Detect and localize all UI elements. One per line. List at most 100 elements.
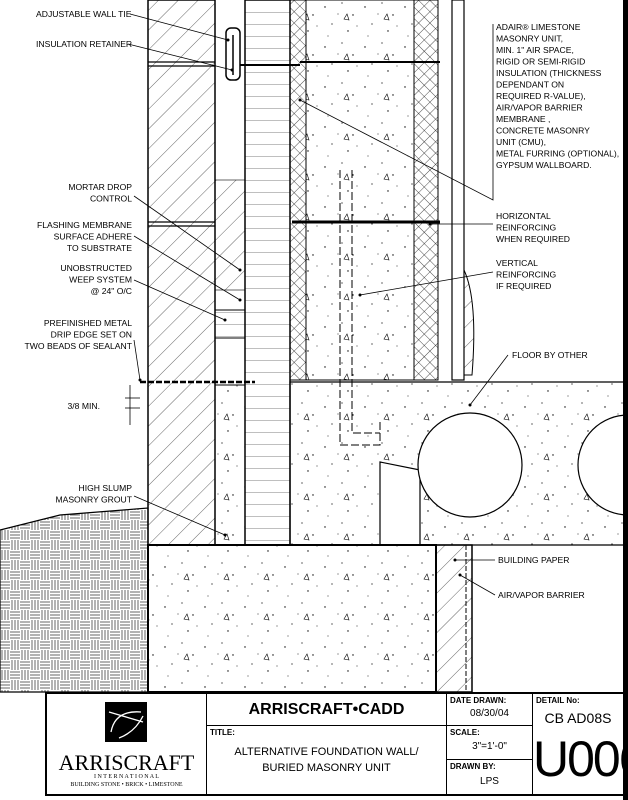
date-cell: DATE DRAWN: 08/30/04 [447, 694, 533, 726]
brand-cell: ARRISCRAFT•CADD [207, 694, 447, 726]
left-callout-0: ADJUSTABLE WALL TIE [36, 9, 230, 42]
logo-mark-icon [105, 702, 147, 742]
gypsum-wallboard [451, 0, 465, 381]
callout-text: MORTAR DROP [68, 182, 132, 192]
callout-text: DEPENDANT ON [496, 80, 564, 90]
leader-line [299, 24, 494, 201]
right-callout-4: BUILDING PAPER [453, 555, 569, 565]
detail-number: U006 [533, 731, 628, 787]
leader-line [127, 43, 233, 71]
leader-arrow-icon [298, 98, 302, 102]
brick-backup [244, 0, 291, 546]
cmu [305, 0, 415, 381]
leader-line [133, 195, 241, 271]
leader-line [133, 279, 226, 321]
logo-name: ARRISCRAFT [58, 750, 195, 775]
leader-arrow-icon [230, 68, 234, 72]
leader-arrow-icon [468, 403, 472, 407]
callout-text: IF REQUIRED [496, 281, 551, 291]
drawn-value: LPS [480, 776, 499, 787]
interior-masonry [435, 544, 473, 693]
date-value: 08/30/04 [470, 708, 509, 719]
left-callouts: ADJUSTABLE WALL TIE INSULATION RETAINER MO… [25, 9, 242, 537]
title-cell: TITLE: ALTERNATIVE FOUNDATION WALL/ BURI… [207, 726, 447, 794]
logo-tagline: BUILDING STONE • BRICK • LIMESTONE [70, 782, 183, 788]
leader-line [359, 271, 494, 296]
weep-system [214, 309, 246, 339]
leader-line [459, 574, 496, 596]
mortar-drop-control [214, 179, 246, 291]
right-callout-5: AIR/VAPOR BARRIER [458, 573, 585, 600]
callout-text: REINFORCING [496, 270, 556, 280]
left-callout-2: MORTAR DROP CONTROL [68, 182, 242, 272]
callout-text: REQUIRED R-VALUE), [496, 91, 586, 101]
callout-text: HIGH SLUMP [79, 483, 133, 493]
callout-text: CONCRETE MASONRY [496, 126, 590, 136]
rigid-insulation [289, 0, 307, 381]
callout-text: AIR/VAPOR BARRIER [498, 590, 585, 600]
footing-key [379, 461, 421, 546]
detail-cell: DETAIL No: CB AD08S U006 [533, 694, 628, 794]
leader-line [133, 495, 226, 536]
earth-backfill [0, 507, 149, 693]
callout-text: FLASHING MEMBRANE [37, 220, 132, 230]
callout-text: WHEN REQUIRED [496, 234, 570, 244]
leader-arrow-icon [238, 298, 242, 302]
base-trim [463, 269, 475, 376]
title-line-1: ALTERNATIVE FOUNDATION WALL/ [234, 746, 419, 758]
callout-text: METAL FURRING (OPTIONAL), [496, 149, 619, 159]
drawn-label: DRAWN BY: [450, 762, 496, 771]
callout-text: RIGID OR SEMI-RIGID [496, 57, 585, 67]
right-callout-3: FLOOR BY OTHER [468, 350, 588, 407]
callout-text: CONTROL [90, 194, 132, 204]
limestone-veneer [147, 0, 216, 546]
leader-line [129, 13, 229, 41]
brand-name: ARRISCRAFT•CADD [248, 701, 405, 718]
leader-line [469, 354, 509, 406]
leader-arrow-icon [358, 293, 362, 297]
title-block: ARRISCRAFT I N T E R N A T I O N A L BUI… [45, 692, 628, 796]
leader-line [133, 235, 241, 301]
callout-text: MASONRY GROUT [55, 495, 132, 505]
callout-text: REINFORCING [496, 223, 556, 233]
date-label: DATE DRAWN: [450, 696, 507, 705]
callout-text: ADAIR® LIMESTONE [496, 22, 581, 32]
callout-text: ADJUSTABLE WALL TIE [36, 9, 132, 19]
logo-sub: I N T E R N A T I O N A L [94, 774, 159, 780]
callout-text: UNIT (CMU), [496, 137, 546, 147]
callout-text: FLOOR BY OTHER [512, 350, 588, 360]
scale-value: 3"=1'-0" [472, 741, 507, 752]
leader-arrow-icon [238, 268, 242, 272]
callout-text: MASONRY UNIT, [496, 34, 563, 44]
callout-text: WEEP SYSTEM [69, 275, 132, 285]
leader-arrow-icon [458, 573, 462, 577]
callout-text: INSULATION RETAINER [36, 39, 132, 49]
leader-arrow-icon [226, 38, 230, 42]
callout-text: INSULATION (THICKNESS [496, 68, 602, 78]
cmu-face [413, 0, 439, 381]
callout-text: BUILDING PAPER [498, 555, 569, 565]
callout-text: AIR/VAPOR BARRIER [496, 103, 583, 113]
callout-text: GYPSUM WALLBOARD. [496, 160, 592, 170]
drain-pipe [417, 412, 523, 518]
drawn-cell: DRAWN BY: LPS [447, 760, 533, 794]
leader-arrow-icon [428, 222, 432, 226]
sheet-border [623, 0, 628, 800]
logo-cell: ARRISCRAFT I N T E R N A T I O N A L BUI… [47, 694, 207, 794]
callout-text: TWO BEADS OF SEALANT [25, 341, 133, 351]
callout-text: PREFINISHED METAL [44, 318, 132, 328]
grout-cavity [214, 384, 246, 546]
leader-line [133, 339, 141, 381]
leader-arrow-icon [453, 558, 457, 562]
leader-arrow-icon [223, 533, 227, 537]
left-callout-7: HIGH SLUMP MASONRY GROUT [55, 483, 227, 537]
callout-text: HORIZONTAL [496, 211, 551, 221]
callout-text: @ 24" O/C [91, 286, 132, 296]
detail-code: CB AD08S [544, 710, 612, 726]
